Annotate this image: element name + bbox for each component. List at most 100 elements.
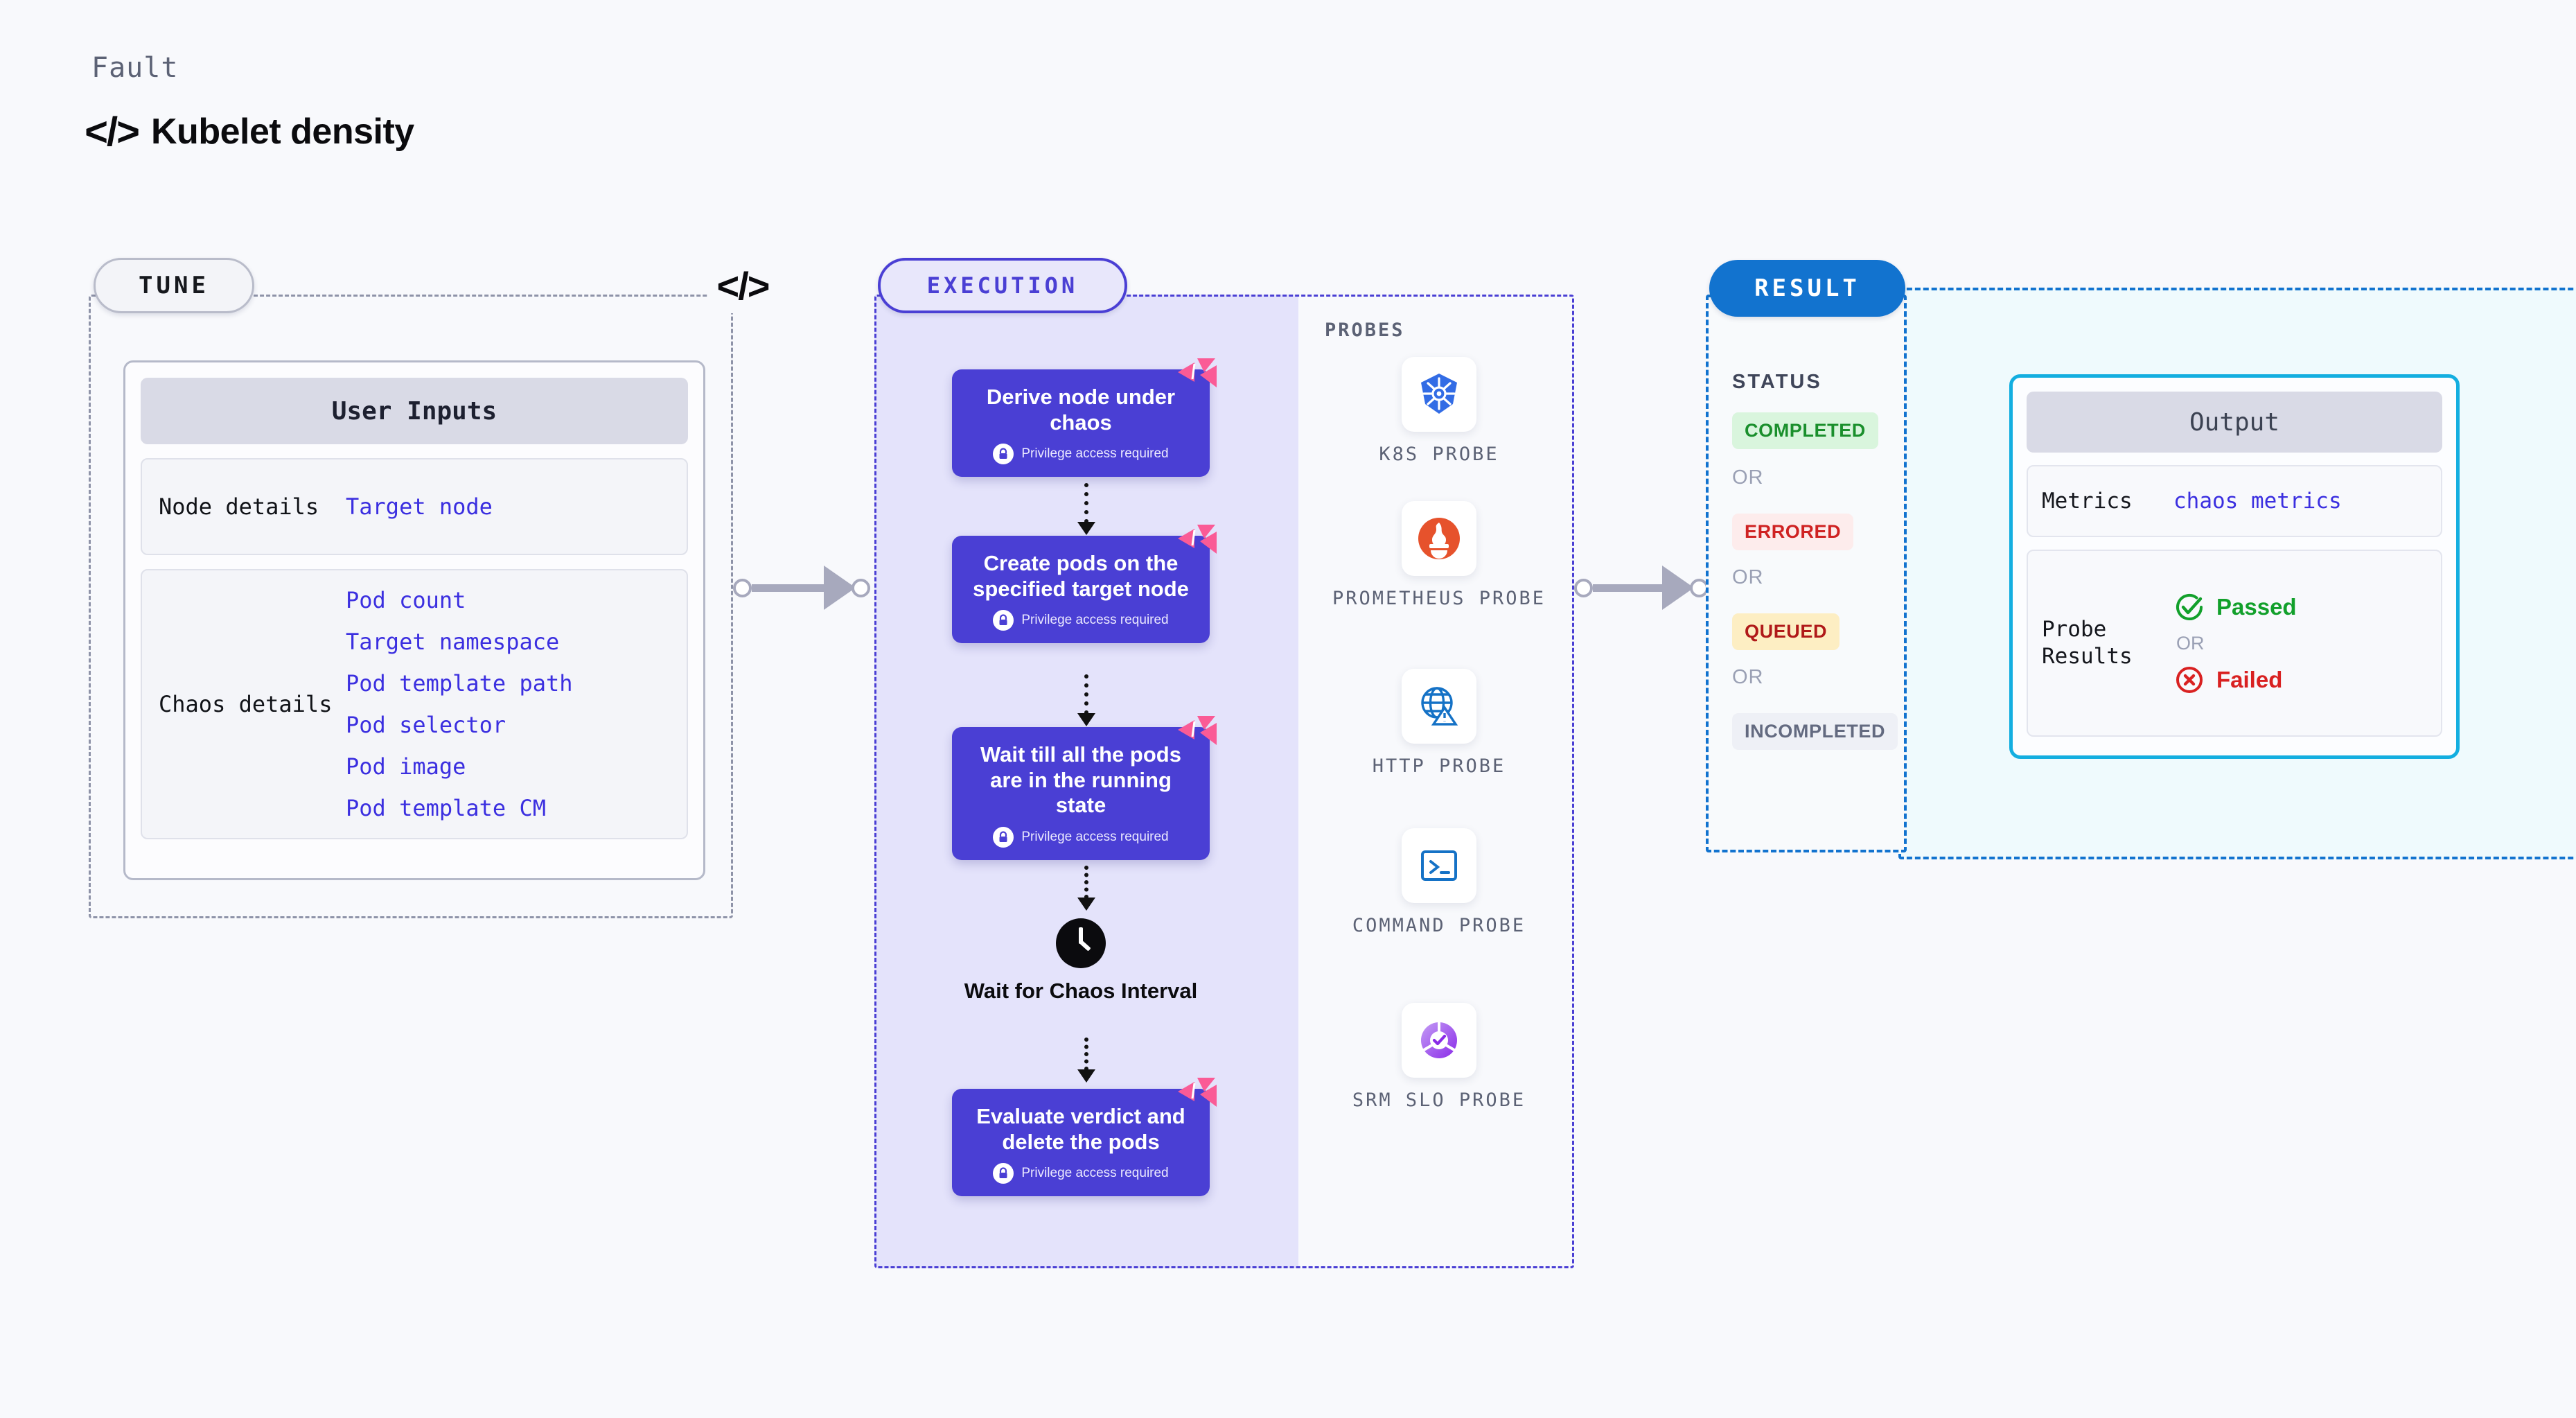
step-card[interactable]: Evaluate verdict and delete the pods Pri… — [952, 1078, 1217, 1197]
row-label: Metrics — [2042, 488, 2133, 514]
step-connector-arrow — [1077, 1069, 1095, 1083]
connector-execution-to-result — [1574, 566, 1709, 610]
status-badge-errored: ERRORED — [1732, 514, 1854, 550]
probe-label: SRM SLO PROBE — [1352, 1089, 1526, 1111]
status-or-label: OR — [1732, 566, 1764, 588]
step-title: Create pods on the specified target node — [973, 551, 1189, 601]
row-label: Node details — [159, 493, 319, 520]
check-circle-icon — [2176, 593, 2203, 620]
lock-icon — [993, 610, 1014, 631]
connector-arrowhead — [824, 566, 856, 610]
execution-section-border — [874, 295, 1574, 1268]
privilege-label: Privilege access required — [1021, 829, 1169, 844]
connector-start-dot — [733, 578, 752, 597]
tune-badge[interactable]: TUNE — [94, 258, 254, 313]
user-inputs-title: User Inputs — [141, 378, 688, 444]
page-eyebrow: Fault — [91, 52, 179, 84]
output-card: Output Metrics chaos metrics Probe Resul… — [2009, 374, 2460, 759]
harness-ribbon-icon — [1178, 525, 1217, 554]
execution-badge[interactable]: EXECUTION — [878, 258, 1127, 313]
connector-tune-to-execution — [733, 566, 870, 610]
step-connector-arrow — [1077, 713, 1095, 726]
user-inputs-card: User Inputs Node details Target node Cha… — [123, 360, 705, 880]
step-connector — [1084, 483, 1088, 523]
step-connector-arrow — [1077, 522, 1095, 535]
status-or-label: OR — [1732, 666, 1764, 688]
probe-item-command[interactable]: COMMAND PROBE — [1304, 828, 1574, 938]
step-card[interactable]: Derive node under chaos Privilege access… — [952, 358, 1217, 478]
code-icon-divider: </> — [708, 258, 777, 313]
input-field-target-namespace[interactable]: Target namespace — [346, 629, 560, 655]
table-row: Metrics chaos metrics — [2027, 465, 2442, 537]
wait-interval-label: Wait for Chaos Interval — [964, 979, 1198, 1003]
row-label: Chaos details — [159, 691, 333, 717]
input-field-pod-selector[interactable]: Pod selector — [346, 712, 506, 738]
result-section: STATUS COMPLETED OR ERRORED OR QUEUED OR… — [1706, 295, 1907, 852]
connector-end-dot — [852, 578, 870, 597]
step-privilege-note: Privilege access required — [966, 1163, 1196, 1184]
verdict-or-label: OR — [2176, 632, 2205, 654]
status-title: STATUS — [1732, 371, 1822, 393]
page-title-row: </> Kubelet density — [85, 109, 414, 155]
failed-label: Failed — [2216, 666, 2283, 692]
privilege-label: Privilege access required — [1021, 1166, 1169, 1181]
status-badge-completed: COMPLETED — [1732, 412, 1878, 449]
globe-warning-icon — [1402, 669, 1476, 744]
probe-label: K8S PROBE — [1379, 444, 1499, 465]
execution-section: Derive node under chaos Privilege access… — [874, 295, 1574, 1268]
step-card[interactable]: Create pods on the specified target node… — [952, 525, 1217, 644]
passed-label: Passed — [2216, 593, 2297, 620]
input-field-pod-image[interactable]: Pod image — [346, 753, 466, 780]
harness-ribbon-icon — [1178, 1078, 1217, 1107]
input-field-pod-template-cm[interactable]: Pod template CM — [346, 795, 546, 821]
lock-icon — [993, 444, 1014, 465]
step-connector — [1084, 674, 1088, 715]
probes-column: PROBES — [1304, 295, 1574, 1268]
lock-icon — [993, 1163, 1014, 1184]
step-privilege-note: Privilege access required — [966, 610, 1196, 631]
step-privilege-note: Privilege access required — [966, 444, 1196, 465]
table-row: Chaos details Pod count Target namespace… — [141, 569, 688, 839]
probe-label: COMMAND PROBE — [1352, 915, 1526, 936]
row-values: Pod count Target namespace Pod template … — [346, 587, 573, 821]
lock-icon — [993, 826, 1014, 848]
row-values: Target node — [346, 493, 493, 520]
step-connector — [1084, 866, 1088, 899]
kubernetes-icon — [1402, 357, 1476, 432]
privilege-label: Privilege access required — [1021, 446, 1169, 462]
page-title: Kubelet density — [151, 112, 414, 152]
code-icon: </> — [85, 109, 140, 155]
clock-icon — [1056, 918, 1106, 968]
row-label: Probe Results — [2042, 617, 2133, 669]
input-field-target-node[interactable]: Target node — [346, 493, 493, 520]
terminal-icon — [1402, 828, 1476, 903]
table-row: Node details Target node — [141, 458, 688, 555]
step-privilege-note: Privilege access required — [966, 826, 1196, 848]
table-row: Probe Results Passed OR — [2027, 550, 2442, 737]
step-title: Derive node under chaos — [986, 385, 1176, 435]
probe-item-srm-slo[interactable]: SRM SLO PROBE — [1304, 1003, 1574, 1112]
wait-interval-block: Wait for Chaos Interval — [952, 918, 1210, 1004]
connector-line — [1593, 584, 1662, 592]
probe-label: HTTP PROBE — [1372, 755, 1506, 777]
probe-label: PROMETHEUS PROBE — [1332, 588, 1546, 609]
step-connector-arrow — [1077, 898, 1095, 911]
probe-item-prometheus[interactable]: PROMETHEUS PROBE — [1304, 501, 1574, 611]
step-card[interactable]: Wait till all the pods are in the runnin… — [952, 716, 1217, 860]
probes-title: PROBES — [1325, 320, 1405, 341]
input-field-pod-template-path[interactable]: Pod template path — [346, 670, 573, 697]
status-or-label: OR — [1732, 466, 1764, 489]
metrics-value[interactable]: chaos metrics — [2173, 489, 2342, 514]
step-title: Wait till all the pods are in the runnin… — [980, 742, 1181, 818]
execution-steps: Derive node under chaos Privilege access… — [874, 295, 1298, 1268]
slo-donut-icon — [1402, 1003, 1476, 1078]
result-section-border — [1706, 295, 1907, 852]
status-badge-incompleted: INCOMPLETED — [1732, 713, 1898, 750]
probe-item-http[interactable]: HTTP PROBE — [1304, 669, 1574, 778]
input-field-pod-count[interactable]: Pod count — [346, 587, 466, 613]
step-title: Evaluate verdict and delete the pods — [976, 1104, 1185, 1154]
probe-item-k8s[interactable]: K8S PROBE — [1304, 357, 1574, 466]
result-badge[interactable]: RESULT — [1709, 260, 1905, 317]
status-badge-failed: Failed — [2173, 664, 2297, 696]
step-connector — [1084, 1038, 1088, 1071]
